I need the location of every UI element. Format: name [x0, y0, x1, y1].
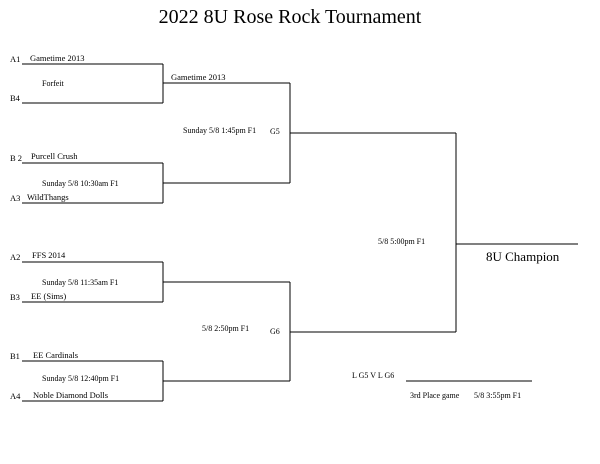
game-info: Forfeit [42, 79, 65, 88]
team-name: EE Cardinals [33, 350, 78, 360]
game-info: Sunday 5/8 10:30am F1 [42, 179, 119, 188]
game-info: Sunday 5/8 11:35am F1 [42, 278, 118, 287]
seed-label: B 2 [10, 153, 22, 163]
team-name: Gametime 2013 [30, 53, 85, 63]
team-name: FFS 2014 [32, 250, 66, 260]
game-number: G5 [270, 127, 280, 136]
page-title: 2022 8U Rose Rock Tournament [159, 6, 422, 28]
game-info: 5/8 2:50pm F1 [202, 324, 249, 333]
team-name: Gametime 2013 [171, 72, 226, 82]
seed-label: B1 [10, 351, 20, 361]
team-name: WildThangs [27, 192, 69, 202]
game-info: Sunday 5/8 12:40pm F1 [42, 374, 119, 383]
seed-label: A3 [10, 193, 20, 203]
seed-label: A1 [10, 54, 20, 64]
team-name: EE (Sims) [31, 291, 66, 301]
team-name: Purcell Crush [31, 151, 78, 161]
third-place-matchup: L G5 V L G6 [352, 371, 394, 380]
third-place-label: 3rd Place game [410, 391, 460, 400]
game-info: 5/8 3:55pm F1 [474, 391, 521, 400]
final-game [290, 132, 578, 333]
seed-label: A2 [10, 252, 20, 262]
champion-label: 8U Champion [486, 249, 560, 264]
seed-label: B3 [10, 292, 20, 302]
game-info: Sunday 5/8 1:45pm F1 [183, 126, 256, 135]
team-name: Noble Diamond Dolls [33, 390, 108, 400]
seed-label: A4 [10, 391, 21, 401]
game-number: G6 [270, 327, 280, 336]
game-info: 5/8 5:00pm F1 [378, 237, 425, 246]
seed-label: B4 [10, 93, 21, 103]
